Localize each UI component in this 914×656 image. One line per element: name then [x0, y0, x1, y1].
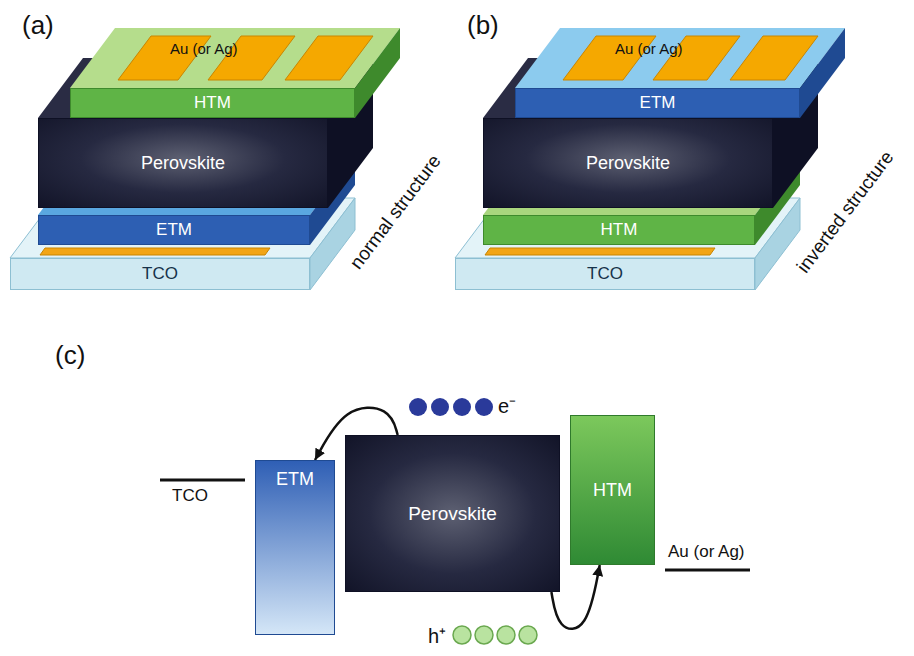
electron-dot	[409, 398, 427, 416]
energy-diagram-parts	[160, 398, 750, 644]
tco-contact	[485, 248, 715, 255]
electron-dot	[453, 398, 471, 416]
layer-box: HTM	[483, 215, 755, 245]
layer-label: Perovskite	[141, 153, 225, 174]
etm-top-face	[515, 28, 845, 88]
electron-dot	[431, 398, 449, 416]
part-label: TCO	[172, 486, 208, 506]
layer-label: TCO	[142, 264, 178, 284]
layer-box: ETM	[38, 215, 310, 245]
structure-caption: inverted structure	[792, 147, 898, 277]
layer-label: HTM	[593, 480, 632, 501]
layer-box: HTM	[70, 88, 355, 118]
structure-caption: normal structure	[345, 151, 445, 274]
layer-box: TCO	[10, 258, 310, 290]
part-label: Au (or Ag)	[615, 40, 683, 57]
part-label: (b)	[467, 10, 499, 41]
layer-box: TCO	[455, 258, 755, 290]
hole-dot	[453, 626, 471, 644]
layer-label: ETM	[276, 469, 314, 490]
part-label: (a)	[22, 10, 54, 41]
metal-electrode	[730, 36, 818, 80]
layer-label: TCO	[587, 264, 623, 284]
inverted-stack-faces	[455, 28, 845, 290]
layer-label: ETM	[640, 93, 676, 113]
layer-label: Perovskite	[408, 503, 497, 525]
part-label: Au (or Ag)	[170, 40, 238, 57]
energy-band-box: HTM	[570, 415, 655, 565]
tco-contact	[40, 248, 270, 255]
metal-electrode	[285, 36, 373, 80]
energy-band-box: Perovskite	[345, 435, 560, 592]
htm-top-face	[70, 28, 400, 88]
layer-box: Perovskite	[483, 118, 773, 208]
layer-box: ETM	[515, 88, 800, 118]
part-label: (c)	[55, 340, 85, 371]
layer-label: ETM	[156, 220, 192, 240]
layer-label: Perovskite	[586, 153, 670, 174]
normal-stack-faces	[10, 28, 400, 290]
part-label: e⁻	[498, 392, 516, 419]
layer-box: Perovskite	[38, 118, 328, 208]
part-label: Au (or Ag)	[668, 542, 745, 562]
hole-dot	[519, 626, 537, 644]
layer-label: HTM	[194, 93, 231, 113]
hole-dot	[475, 626, 493, 644]
part-label: h⁺	[428, 622, 446, 649]
metal-level	[665, 569, 750, 572]
electron-dot	[475, 398, 493, 416]
energy-band-box: ETM	[255, 460, 335, 635]
hole-dot	[497, 626, 515, 644]
layer-label: HTM	[601, 220, 638, 240]
tco-level	[160, 479, 245, 482]
